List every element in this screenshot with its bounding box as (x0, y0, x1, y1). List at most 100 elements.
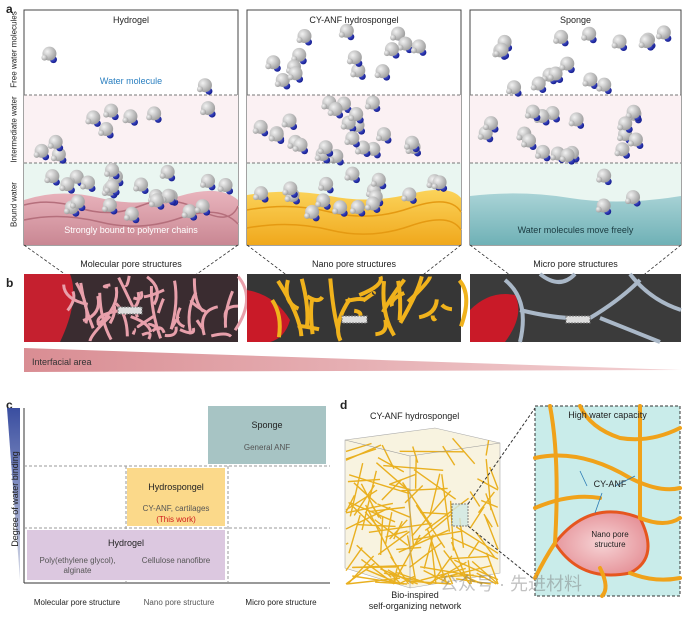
water-molecule (104, 162, 120, 180)
y-axis-label: Degree of water binding (10, 451, 20, 547)
panel-a-label: a (6, 2, 13, 16)
sponge-subtitle: General ANF (243, 443, 291, 452)
water-molecule (364, 95, 381, 112)
structure-label-micro: Micro pore structures (533, 259, 618, 269)
water-molecule (559, 148, 576, 165)
water-molecule (148, 193, 165, 210)
water-molecule (364, 196, 381, 213)
water-molecule (346, 50, 363, 67)
water-molecule (370, 172, 387, 190)
water-molecule (596, 77, 612, 95)
water-molecule (69, 194, 86, 212)
water-molecule (133, 177, 149, 195)
water-molecule (98, 122, 114, 139)
x-label-micro: Micro pore structure (245, 598, 317, 607)
water-molecule (410, 39, 427, 56)
hydrogel-item-peg: Poly(ethylene glycol), alginate (39, 556, 116, 575)
pore-label-line2: structure (594, 540, 626, 549)
hydrospongel-subtitle: CY-ANF, cartilages (142, 504, 210, 513)
inset-zoom (533, 404, 682, 598)
x-label-molecular: Molecular pore structure (33, 598, 121, 607)
water-molecule (482, 116, 499, 133)
water-molecule (181, 204, 198, 221)
water-molecule (217, 178, 234, 195)
water-molecule (582, 72, 598, 89)
structure-label-molecular: Molecular pore structures (80, 259, 182, 269)
sponge-box (208, 406, 326, 464)
inset-title: High water capacity (568, 410, 647, 420)
water-molecule (553, 29, 569, 47)
column-title-hydrospongel: CY-ANF hydrospongel (309, 15, 399, 25)
water-molecule (581, 26, 597, 44)
water-molecule (348, 107, 364, 124)
water-molecule (41, 46, 57, 64)
cube-caption-line2: self-organizing network (368, 601, 462, 611)
row-label-intermediate: Intermediate water (9, 96, 19, 163)
water-molecule (146, 106, 162, 123)
water-molecule (493, 42, 510, 60)
binding-gradient-wedge (7, 408, 20, 580)
water-molecule (281, 113, 298, 130)
water-molecule (79, 175, 96, 192)
water-molecule (530, 76, 547, 94)
water-molecule (265, 55, 281, 72)
water-molecule (282, 181, 298, 198)
water-molecules (33, 23, 672, 224)
hydrogel-box (27, 530, 225, 580)
micro-pore-image (470, 272, 682, 344)
water-molecule (123, 206, 140, 224)
water-molecule (349, 200, 366, 217)
water-molecule (332, 200, 348, 217)
water-molecule (344, 166, 360, 184)
water-molecule (625, 104, 642, 122)
water-molecule (534, 144, 551, 162)
water-molecule (338, 23, 355, 41)
water-molecule (104, 179, 120, 196)
water-molecule (122, 109, 138, 126)
water-molecule (85, 110, 101, 127)
hydrogel-bound-note: Strongly bound to polymer chains (64, 225, 198, 235)
column-title-hydrogel: Hydrogel (112, 15, 150, 25)
cube-caption-line1: Bio-inspired (391, 590, 439, 600)
panel-c-label: c (6, 398, 13, 412)
water-molecule (200, 101, 216, 118)
fibre-label: CY-ANF (593, 479, 627, 489)
water-molecule (252, 186, 269, 203)
panel-d-label: d (340, 398, 348, 412)
water-molecule (327, 102, 344, 119)
water-molecule (199, 173, 216, 191)
water-molecule (318, 176, 334, 194)
water-molecule (317, 140, 334, 157)
water-molecule (614, 142, 630, 159)
water-molecule (617, 116, 633, 133)
water-molecule (268, 127, 285, 145)
watermark-text: 公众号 · 先进材料 (440, 574, 582, 594)
water-molecule (292, 137, 309, 155)
nano-pore-image (247, 274, 469, 342)
sponge-title: Sponge (251, 420, 283, 430)
water-molecule (33, 143, 50, 161)
cube-title: CY-ANF hydrospongel (370, 411, 460, 421)
interfacial-area-label: Interfacial area (32, 357, 92, 367)
water-molecule (521, 133, 537, 151)
panel-d-illustration (344, 404, 682, 598)
water-molecule (401, 187, 417, 204)
panel-c-chart (7, 406, 330, 584)
x-label-nano: Nano pore structure (143, 598, 215, 607)
water-molecule (506, 80, 522, 97)
water-molecule (524, 104, 541, 122)
row-label-free: Free water molecules (9, 11, 19, 88)
water-molecule (611, 34, 628, 52)
hydrogel-title: Hydrogel (107, 538, 145, 548)
interfacial-area-gradient (24, 348, 681, 372)
water-molecule (547, 66, 564, 84)
water-molecule (159, 164, 176, 182)
water-molecule (194, 199, 211, 216)
water-molecule (596, 168, 612, 186)
water-molecule (431, 175, 448, 192)
hydrogel-item-cellulose: Cellulose nanofibre (141, 556, 211, 565)
fibre-cube (344, 427, 501, 589)
water-molecule (627, 132, 644, 149)
molecular-pore-image (24, 274, 249, 342)
water-molecule (59, 177, 75, 194)
